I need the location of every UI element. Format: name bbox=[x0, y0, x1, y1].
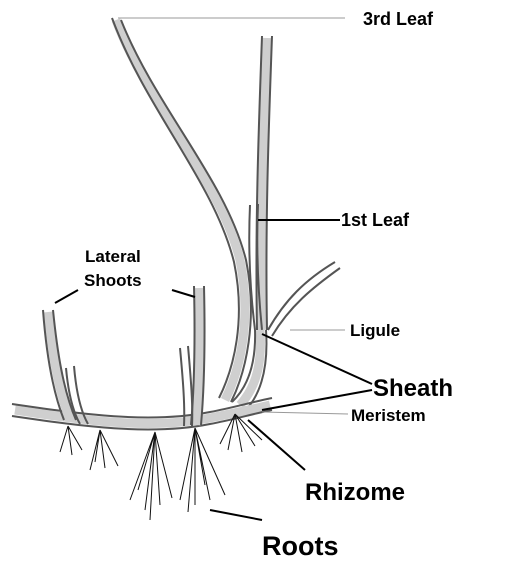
label-first-leaf: 1st Leaf bbox=[341, 210, 410, 230]
label-roots: Roots bbox=[262, 531, 339, 561]
leader-lateral-right bbox=[172, 290, 195, 297]
label-lateral-line1: Lateral bbox=[85, 247, 141, 266]
label-rhizome: Rhizome bbox=[305, 479, 405, 506]
label-meristem: Meristem bbox=[351, 406, 426, 425]
label-ligule: Ligule bbox=[350, 321, 400, 340]
leader-rhizome bbox=[248, 420, 305, 470]
leader-roots bbox=[210, 510, 262, 520]
leader-meristem bbox=[262, 412, 348, 414]
leader-lateral-left bbox=[55, 290, 78, 303]
label-third-leaf: 3rd Leaf bbox=[363, 9, 434, 29]
label-sheath: Sheath bbox=[373, 375, 453, 402]
lateral-shoots bbox=[43, 286, 205, 426]
label-lateral-line2: Shoots bbox=[84, 271, 142, 290]
side-leaf bbox=[268, 262, 340, 336]
third-leaf-blade bbox=[112, 18, 251, 402]
leader-sheath-upper bbox=[262, 334, 372, 384]
